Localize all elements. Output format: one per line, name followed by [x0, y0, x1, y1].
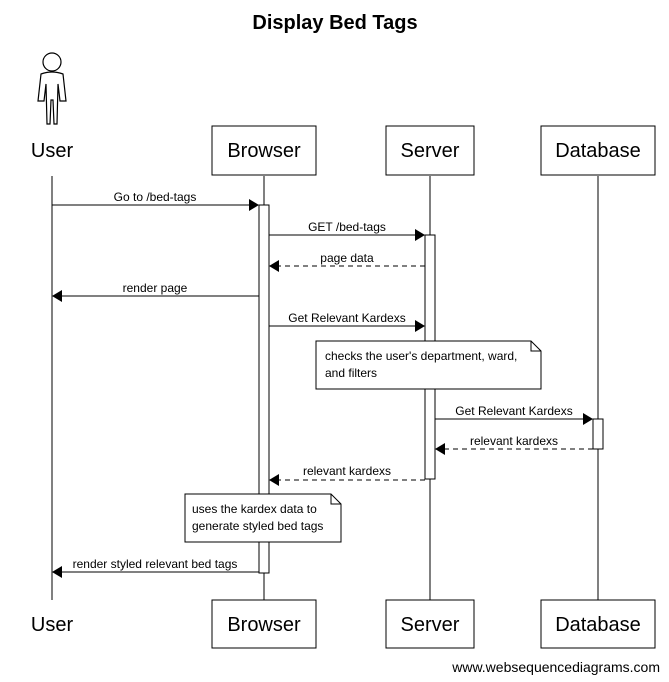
message-render-styled-bed-tags: render styled relevant bed tags — [52, 557, 259, 578]
participant-database-bottom: Database — [540, 599, 656, 649]
message-label: relevant kardexs — [470, 434, 558, 448]
activation-database — [592, 418, 604, 450]
message-get-bed-tags: GET /bed-tags — [269, 220, 425, 241]
arrow-left-icon — [435, 443, 445, 455]
message-label: relevant kardexs — [303, 464, 391, 478]
message-label: page data — [320, 251, 374, 265]
participant-database-top: Database — [540, 125, 656, 176]
arrow-left-icon — [52, 290, 62, 302]
participant-label-server-bottom: Server — [401, 614, 460, 636]
note-line: generate styled bed tags — [192, 519, 323, 533]
note-line: and filters — [325, 366, 377, 380]
arrow-right-icon — [583, 413, 593, 425]
message-get-relevant-kardexs-server: Get Relevant Kardexs — [435, 404, 593, 425]
participant-label-user-top: User — [31, 140, 74, 162]
participant-label-user-bottom: User — [31, 614, 74, 636]
arrow-right-icon — [249, 199, 259, 211]
arrow-left-icon — [52, 566, 62, 578]
message-label: render styled relevant bed tags — [73, 557, 238, 571]
message-render-page: render page — [52, 281, 259, 302]
message-go-to-bed-tags: Go to /bed-tags — [52, 190, 259, 211]
person-icon — [37, 52, 67, 125]
message-relevant-kardexs-database: relevant kardexs — [435, 434, 593, 455]
participant-browser-top: Browser — [211, 125, 317, 176]
arrow-left-icon — [269, 474, 279, 486]
participant-label-database-top: Database — [555, 140, 641, 162]
watermark-link[interactable]: www.websequencediagrams.com — [451, 659, 660, 675]
note-line: checks the user's department, ward, — [325, 349, 517, 363]
participant-label-browser-top: Browser — [227, 140, 301, 162]
message-label: GET /bed-tags — [308, 220, 386, 234]
arrow-left-icon — [269, 260, 279, 272]
arrow-right-icon — [415, 229, 425, 241]
participant-server-bottom: Server — [385, 599, 475, 649]
message-label: Go to /bed-tags — [114, 190, 197, 204]
participant-label-database-bottom: Database — [555, 614, 641, 636]
participant-label-server-top: Server — [401, 140, 460, 162]
message-label: Get Relevant Kardexs — [288, 311, 405, 325]
actor-user-bottom: User — [31, 614, 74, 636]
note-browser-kardex: uses the kardex data to generate styled … — [184, 493, 342, 543]
message-get-relevant-kardexs-browser: Get Relevant Kardexs — [269, 311, 425, 332]
activation-browser — [258, 204, 270, 574]
actor-user-top: User — [31, 52, 74, 162]
message-label: render page — [123, 281, 188, 295]
message-relevant-kardexs-server: relevant kardexs — [269, 464, 425, 486]
participant-label-browser-bottom: Browser — [227, 614, 301, 636]
diagram-title: Display Bed Tags — [252, 12, 417, 34]
note-server-checks: checks the user's department, ward, and … — [315, 340, 542, 390]
message-label: Get Relevant Kardexs — [455, 404, 572, 418]
arrow-right-icon — [415, 320, 425, 332]
participant-browser-bottom: Browser — [211, 599, 317, 649]
note-line: uses the kardex data to — [192, 502, 317, 516]
message-page-data: page data — [269, 251, 425, 272]
participant-server-top: Server — [385, 125, 475, 176]
